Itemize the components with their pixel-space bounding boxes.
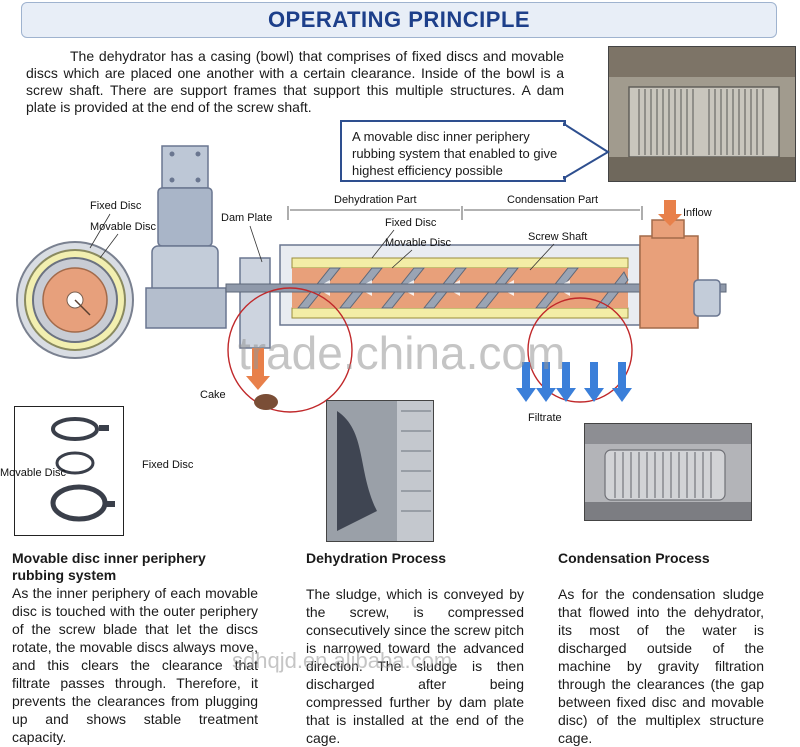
dehydration-photo (326, 400, 434, 542)
label-condensation-part: Condensation Part (507, 194, 599, 206)
watermark-secondary: sdhqjd.en.alibaba.com (232, 648, 453, 673)
dam-plate (239, 257, 271, 349)
label-inflow: Inflow (683, 207, 712, 219)
callout-pointer (562, 122, 610, 180)
disc-cross-section (16, 241, 134, 359)
section-heading: Dehydration Process (306, 550, 447, 566)
label-movable-disc-bottom: Movable Disc (0, 467, 67, 479)
label-fixed-disc-left: Fixed Disc (90, 200, 142, 212)
cake-icon (254, 394, 278, 410)
section-heading: Movable disc inner periphery rubbing sys… (12, 550, 206, 583)
section-body: As the inner periphery of each movable d… (12, 585, 258, 745)
screw-cage (225, 244, 727, 326)
section-dehydration: Dehydration Process The sludge, which is… (306, 550, 524, 747)
condensation-highlight (527, 297, 633, 403)
label-dehydration-part: Dehydration Part (334, 194, 417, 206)
machine-photo-top (608, 46, 796, 182)
section-body: The sludge, which is conveyed by the scr… (306, 586, 524, 746)
dehydration-highlight (227, 287, 353, 413)
intro-paragraph: The dehydrator has a casing (bowl) that … (26, 48, 564, 115)
page-title: OPERATING PRINCIPLE (267, 7, 531, 32)
disc-illustration-box (14, 406, 124, 536)
label-movable-disc-center: Movable Disc (385, 237, 452, 249)
label-filtrate: Filtrate (528, 412, 562, 424)
watermark-main: trade.china.com (238, 327, 566, 379)
motor (145, 145, 227, 329)
filtrate-arrows (516, 362, 632, 402)
label-cake: Cake (200, 389, 226, 401)
label-fixed-disc-center: Fixed Disc (385, 217, 437, 229)
condensation-photo (584, 423, 752, 521)
section-body: As for the condensation sludge that flow… (558, 586, 764, 746)
cake-arrow (246, 348, 270, 390)
section-condensation: Condensation Process As for the condensa… (558, 550, 764, 747)
section-heading: Condensation Process (558, 550, 710, 566)
title-banner: OPERATING PRINCIPLE (21, 2, 777, 38)
inflow-hopper (639, 219, 721, 329)
label-movable-disc-left: Movable Disc (90, 221, 157, 233)
inflow-arrow (658, 200, 682, 226)
machine-diagram (16, 145, 727, 413)
label-screw-shaft: Screw Shaft (528, 231, 588, 243)
section-rubbing-system: Movable disc inner periphery rubbing sys… (12, 550, 258, 746)
label-fixed-disc-bottom: Fixed Disc (142, 459, 194, 471)
label-dam-plate: Dam Plate (221, 212, 273, 224)
callout-box: A movable disc inner periphery rubbing s… (340, 120, 566, 182)
